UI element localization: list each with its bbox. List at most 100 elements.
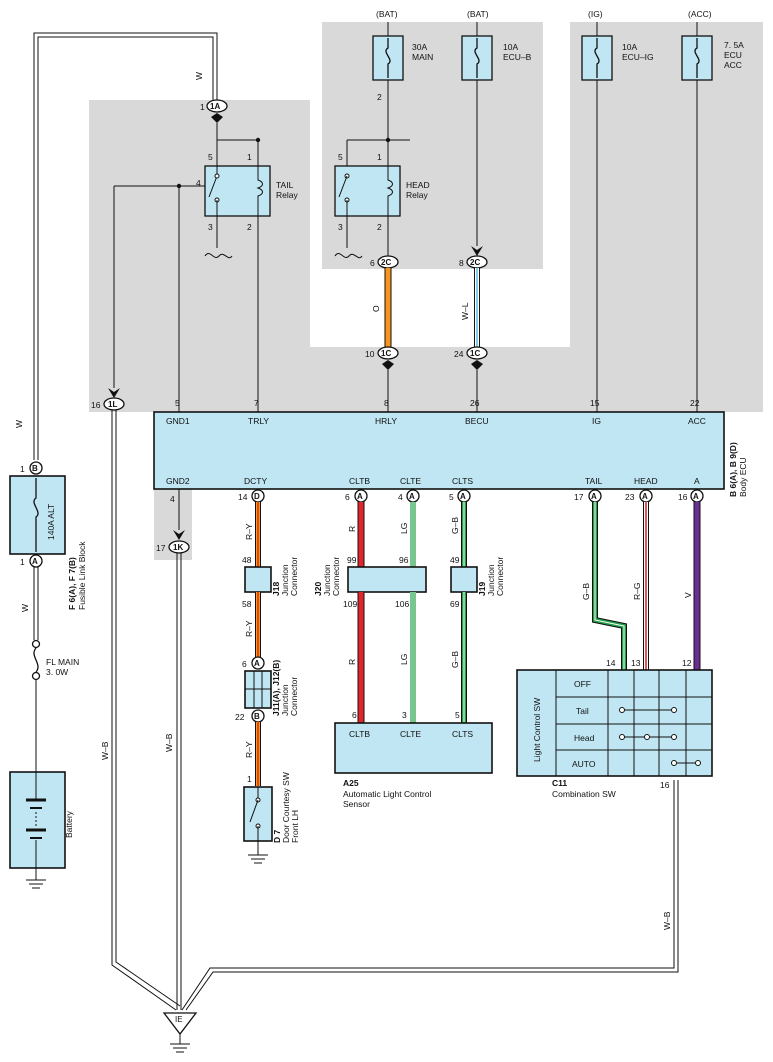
fuse-ecub-rating: 10A [503,42,518,52]
svg-text:G–B: G–B [581,583,591,600]
svg-text:99: 99 [347,555,357,565]
body-ecu: GND1 TRLY HRLY BECU IG ACC GND2 DCTY CLT… [153,411,748,497]
svg-text:8: 8 [384,398,389,408]
svg-text:Head: Head [574,733,595,743]
svg-text:16: 16 [91,400,101,410]
svg-text:J20: J20 [313,582,323,596]
svg-text:2C: 2C [381,258,391,267]
svg-text:AUTO: AUTO [572,759,596,769]
svg-text:CLTS: CLTS [452,729,473,739]
fuse-ecu-b: (BAT) 10A ECU–B [461,9,532,81]
battery: Battery [9,771,74,889]
ecu-term-clts: CLTS [452,476,473,486]
svg-text:106: 106 [395,599,409,609]
svg-text:17: 17 [156,543,166,553]
fuse-symbol-icon [385,38,391,78]
svg-text:LG: LG [399,654,409,665]
svg-text:1: 1 [247,774,252,784]
head-relay-pin5: 5 [338,152,343,162]
connector-1c-b: 1C 24 [454,346,488,412]
fuse-ecuig-rating: 10A [622,42,637,52]
ecu-term-cltb: CLTB [349,476,370,486]
fuse-symbol-icon [474,38,480,78]
tail-relay-pin2: 2 [247,222,252,232]
svg-text:A25: A25 [343,778,359,788]
ecu-term-a: A [694,476,700,486]
wires-light-switch: G–B R–G V 14 13 12 [581,502,701,670]
connector-2c-b: 2C 8 [459,80,488,269]
svg-text:14: 14 [606,658,616,668]
svg-text:R: R [347,659,357,665]
svg-text:Combination SW: Combination SW [552,789,616,799]
svg-text:1K: 1K [173,543,183,552]
tail-relay-label1: TAIL [276,180,294,190]
svg-text:C11: C11 [552,778,567,788]
svg-text:W–B: W–B [662,911,672,930]
wire-label-w-top: W [194,72,204,80]
connector-1a-pin: 1 [200,102,205,112]
svg-text:69: 69 [450,599,460,609]
svg-text:Sensor: Sensor [343,799,370,809]
svg-text:49: 49 [450,555,460,565]
ground-wires: W–B W–B W–B IE [100,410,679,1053]
ecu-top-pins: 5 7 8 26 15 22 [175,398,700,408]
a25-sensor: CLTB CLTE CLTS A25 Automatic Light Contr… [334,722,493,809]
svg-text:1C: 1C [470,349,480,358]
svg-text:16: 16 [678,492,688,502]
fuse-ecuacc-name1: ECU [724,50,742,60]
svg-text:109: 109 [343,599,357,609]
svg-text:R: R [347,526,357,532]
ecu-term-gnd2: GND2 [166,476,190,486]
svg-text:B: B [32,464,38,473]
fuse-ecu-ig: (IG) 10A ECU–IG [581,9,654,81]
svg-text:V: V [683,592,693,598]
svg-text:D: D [254,492,260,501]
svg-text:J19: J19 [477,582,487,596]
svg-text:22: 22 [690,398,700,408]
relay-switch-icon [208,175,218,198]
ecu-term-gnd1: GND1 [166,416,190,426]
fuse-main-source: (BAT) [376,9,398,19]
svg-text:1: 1 [20,557,25,567]
tail-relay-label2: Relay [276,190,298,200]
connector-1a-id: 1A [210,102,220,111]
svg-text:R–G: R–G [632,583,642,600]
svg-text:A: A [357,492,363,501]
svg-text:14: 14 [238,492,248,502]
svg-text:B: B [254,712,260,721]
ecu-term-hrly: HRLY [375,416,397,426]
svg-text:W: W [20,604,30,612]
relay-coil-icon [256,166,263,216]
svg-text:CLTB: CLTB [349,729,370,739]
svg-text:J11(A), J12(B): J11(A), J12(B) [271,660,281,716]
fusible-link-block: B 1 140A ALT A 1 F 6(A), F 7(B) Fusible … [9,461,87,610]
svg-text:6: 6 [370,258,375,268]
body-ecu-ref: B 6(A), B 9(D) [728,442,738,497]
gray-region-headrelay [322,22,543,269]
svg-text:26: 26 [470,398,480,408]
svg-text:3: 3 [402,710,407,720]
wire-dcty: R–Y 48 58 J18 Junction Connector R–Y A 6… [235,502,300,864]
svg-text:Connector: Connector [289,677,299,716]
wires-light-sensor: R LG G–B 99 96 109 106 J20 Junction Conn… [313,502,505,723]
svg-text:22: 22 [235,712,245,722]
svg-text:13: 13 [631,658,641,668]
svg-text:1C: 1C [381,349,391,358]
svg-text:96: 96 [399,555,409,565]
svg-text:CLTE: CLTE [400,729,421,739]
svg-text:R–Y: R–Y [244,620,254,637]
ecu-term-dcty: DCTY [244,476,267,486]
tail-relay-pin3: 3 [208,222,213,232]
svg-text:A: A [32,557,38,566]
fl-main-section: W FL MAIN 3. 0W [20,567,79,772]
svg-text:4: 4 [398,492,403,502]
svg-text:Junction: Junction [322,564,332,596]
wires-hrly-becu: O W–L [371,268,480,347]
ground-label: IE [175,1015,183,1024]
ecu-term-head: HEAD [634,476,658,486]
svg-text:Junction: Junction [280,684,290,716]
svg-text:1: 1 [20,464,25,474]
svg-text:Automatic Light Control: Automatic Light Control [343,789,431,799]
svg-text:Fusible Link Block: Fusible Link Block [77,541,87,610]
fuse-ecu-acc: (ACC) 7. 5A ECU ACC [681,9,744,81]
